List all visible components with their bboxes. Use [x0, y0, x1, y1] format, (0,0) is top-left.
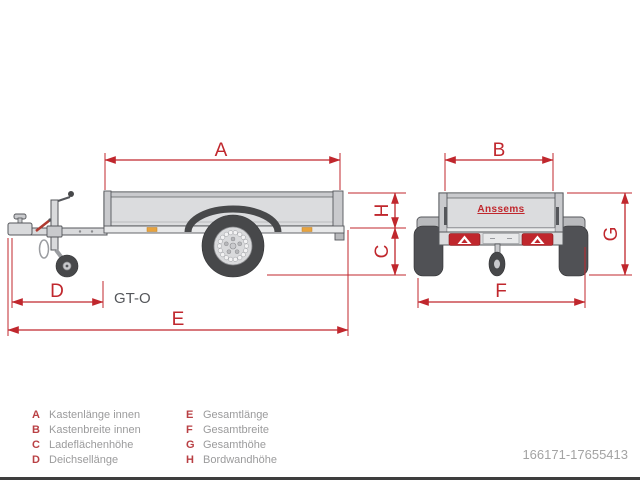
jockey-clamp: [46, 225, 63, 238]
legend-key: D: [32, 454, 40, 466]
license-plate-area: [482, 233, 520, 244]
latch-left: [444, 207, 447, 225]
safety-cable: [38, 239, 50, 259]
dim-label-h: H: [372, 204, 393, 218]
latch-right: [556, 207, 559, 225]
legend-key: G: [186, 439, 195, 451]
rear-view-trailer: Anssems: [413, 140, 632, 308]
side-view-trailer: A H C D: [7, 140, 406, 336]
rear-corner-post: [332, 190, 344, 228]
legend-label: Gesamtbreite: [203, 424, 270, 436]
wheel: [201, 214, 265, 278]
legend-key: F: [186, 424, 193, 436]
dim-label-c: C: [372, 245, 393, 259]
dim-label-g: G: [601, 227, 622, 242]
dim-label-a: A: [215, 140, 228, 161]
brake-lever: [35, 219, 51, 232]
legend-item: A Kastenlänge innen: [32, 408, 141, 423]
listing-id: 166171-17655413: [522, 447, 628, 462]
legend-item: H Bordwandhöhe: [186, 453, 277, 468]
rear-wheel-right: [558, 225, 589, 277]
crank-knob: [68, 191, 74, 197]
legend-column-right: E Gesamtlänge F Gesamtbreite G Gesamthöh…: [186, 408, 277, 468]
coupling-hitch: [7, 213, 52, 259]
dim-G: G: [567, 192, 632, 276]
legend-label: Bordwandhöhe: [203, 454, 278, 466]
bottom-divider: [0, 477, 640, 480]
legend-label: Kastenlänge innen: [49, 409, 141, 421]
dim-A: A: [104, 140, 341, 190]
legend-key: A: [32, 409, 40, 421]
legend-label: Ladeflächenhöhe: [49, 439, 134, 451]
rear-wheel-left: [413, 225, 444, 277]
legend-key: B: [32, 424, 40, 436]
legend-item: E Gesamtlänge: [186, 408, 277, 423]
legend-column-left: A Kastenlänge innen B Kastenbreite innen…: [32, 408, 141, 468]
side-marker-rear: [301, 227, 313, 232]
front-corner-post: [103, 190, 112, 228]
dim-H: H: [348, 192, 406, 229]
jockey-wheel-assembly: [46, 191, 79, 278]
legend-label: Gesamtlänge: [203, 409, 269, 421]
tailgate: Anssems: [438, 192, 564, 241]
dim-F: F: [417, 247, 586, 308]
legend-item: F Gesamtbreite: [186, 423, 277, 438]
reflector-left: [448, 233, 481, 246]
legend-item: C Ladeflächenhöhe: [32, 438, 141, 453]
legend-key: E: [186, 409, 194, 421]
jockey-post: [50, 199, 59, 251]
legend-label: Deichsellänge: [49, 454, 119, 466]
legend-key: H: [186, 454, 194, 466]
legend-key: C: [32, 439, 40, 451]
brand-logo: Anssems: [477, 204, 524, 215]
dim-E: E: [7, 230, 349, 336]
fender: [184, 205, 282, 233]
model-label: GT-O: [114, 290, 151, 307]
dim-B: B: [444, 140, 554, 191]
dim-label-f: F: [495, 281, 507, 302]
legend-label: Kastenbreite innen: [49, 424, 141, 436]
legend-item: G Gesamthöhe: [186, 438, 277, 453]
dim-label-e: E: [172, 309, 185, 330]
reflector-right: [521, 233, 554, 246]
rear-bumper: [438, 231, 564, 246]
jockey-wheel-rear: [488, 243, 506, 277]
technical-drawing: A H C D: [7, 140, 632, 336]
legend-label: Gesamthöhe: [203, 439, 266, 451]
hub-cap: [229, 242, 237, 250]
side-marker-front: [146, 227, 158, 232]
dim-label-b: B: [493, 140, 506, 161]
legend-item: D Deichsellänge: [32, 453, 141, 468]
dim-D: D: [11, 238, 104, 308]
dim-C: C: [267, 227, 406, 276]
legend-item: B Kastenbreite innen: [32, 423, 141, 438]
dim-label-d: D: [50, 281, 64, 302]
